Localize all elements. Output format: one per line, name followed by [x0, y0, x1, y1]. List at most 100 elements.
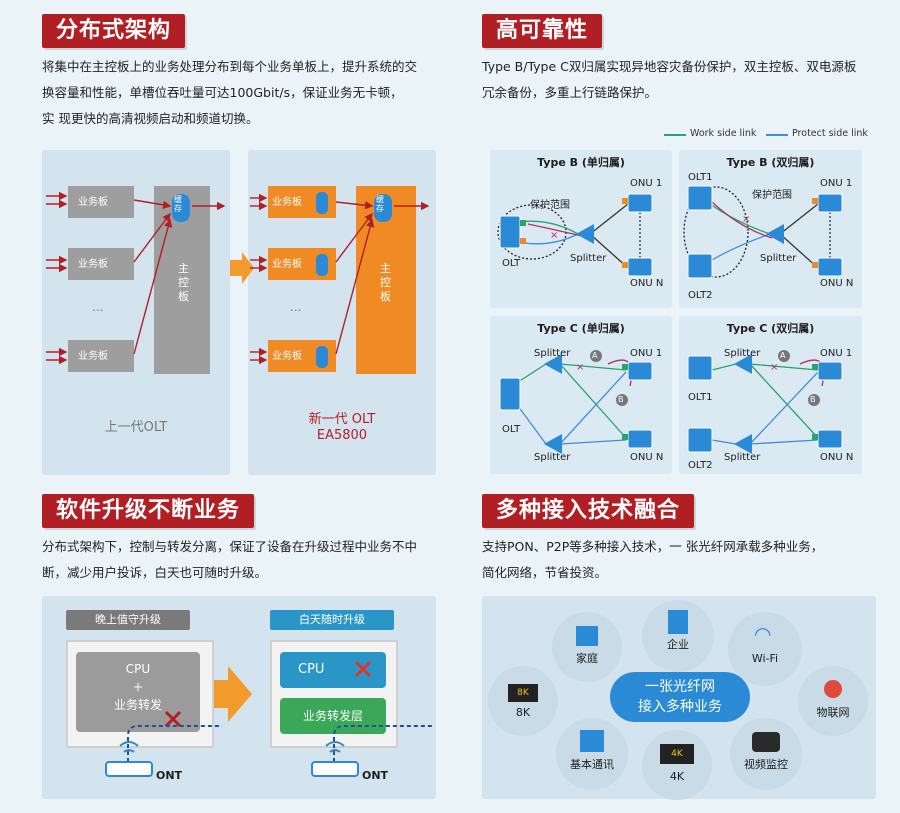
center-line-2: 接入多种业务 — [638, 699, 722, 715]
point-a-label: A — [592, 351, 598, 360]
splitter-label: Splitter — [724, 452, 761, 463]
onu-icon — [817, 257, 843, 277]
cache-icon — [316, 254, 328, 276]
ont-icon — [105, 761, 153, 777]
service-home: 家庭 — [552, 612, 622, 682]
reliability-description: Type B/Type C双归属实现异地容灾备份保护，双主控板、双电源板 冗余备… — [482, 54, 892, 106]
olt-icon — [687, 355, 713, 381]
cpu-forwarding-block: CPU + 业务转发 — [76, 652, 200, 732]
service-label: 4K — [669, 770, 685, 783]
link-legend: Work side link Protect side link — [664, 128, 900, 142]
distributed-diagram — [46, 186, 430, 374]
cache-icon — [172, 194, 190, 222]
center-line-1: 一张光纤网 — [645, 679, 715, 695]
plus-label: + — [132, 680, 144, 694]
onu-icon — [817, 361, 843, 381]
service-board-label: 业务板 — [78, 197, 108, 208]
point-b-icon — [808, 394, 820, 406]
onu-icon — [627, 361, 653, 381]
point-a-label: A — [780, 351, 786, 360]
cache-label: 缓存 — [174, 195, 182, 213]
onu-label: ONU N — [820, 452, 854, 463]
olt-label: OLT — [502, 424, 521, 435]
splitter-icon — [544, 434, 562, 454]
protect-link-swatch — [766, 134, 788, 136]
protect-range-label: 保护范围 — [530, 200, 570, 211]
service-wifi: ◠ Wi-Fi — [728, 612, 802, 686]
telephone-icon — [580, 730, 604, 752]
service-board — [68, 340, 134, 372]
onu-label: ONU N — [630, 278, 664, 289]
service-basic-comm: 基本通讯 — [556, 718, 628, 790]
cache-label: 缓存 — [376, 195, 384, 213]
onu-label: ONU 1 — [820, 348, 853, 359]
onu-label: ONU N — [820, 278, 854, 289]
section-title-upgrade: 软件升级不断业务 — [42, 494, 255, 528]
wifi-icon: ◠ — [754, 622, 772, 646]
service-label: 家庭 — [576, 652, 598, 665]
night-upgrade-tab: 晚上值守升级 — [66, 610, 190, 630]
old-olt-label: 上一代OLT — [104, 420, 168, 435]
onu-label: ONU N — [630, 452, 664, 463]
olt-icon — [687, 185, 713, 211]
desc-line: 断，减少用户投诉，白天也可随时升级。 — [42, 565, 268, 580]
olt-icon — [499, 377, 521, 411]
card-typeb-dual — [679, 150, 862, 308]
splitter-icon — [734, 354, 752, 374]
4k-tv-icon: 4K — [660, 744, 694, 764]
splitter-label: Splitter — [724, 348, 761, 359]
olt-label: OLT2 — [688, 290, 713, 301]
service-board-label: 业务板 — [78, 351, 108, 362]
reliability-diagrams: × × × × — [497, 185, 843, 454]
service-8k: 8K 8K — [488, 666, 558, 736]
cpu-label: CPU — [125, 662, 151, 676]
forwarding-label: 业务转发 — [113, 698, 162, 712]
main-board-label: 主控板 — [380, 262, 391, 303]
olt-icon — [687, 427, 713, 453]
card-title: Type B (双归属) — [726, 156, 815, 169]
splitter-label: Splitter — [760, 253, 797, 264]
desc-line: 分布式架构下，控制与转发分离，保证了设备在升级过程中业务不中 — [42, 539, 418, 554]
desc-line: Type B/Type C双归属实现异地容灾备份保护，双主控板、双电源板 — [482, 59, 857, 74]
olt-label: OLT — [502, 258, 521, 269]
splitter-icon — [734, 434, 752, 454]
service-video-surveillance: 视频监控 — [730, 718, 802, 790]
card-title: Type B (单归属) — [537, 156, 625, 169]
splitter-label: Splitter — [570, 253, 607, 264]
break-mark-icon: × — [576, 362, 584, 373]
upgrade-diagram — [105, 660, 432, 777]
service-board-label: 业务板 — [272, 259, 302, 270]
splitter-label: Splitter — [534, 452, 571, 463]
olt-icon — [687, 253, 713, 279]
iot-icon — [824, 680, 842, 698]
camera-icon — [752, 732, 780, 752]
day-upgrade-tab: 白天随时升级 — [270, 610, 394, 630]
service-label: 企业 — [667, 638, 689, 651]
desc-line: 将集中在主控板上的业务处理分布到每个业务单板上，提升系统的交 — [42, 59, 418, 74]
ont-label: ONT — [156, 769, 183, 782]
desc-line: 实 现更快的高清视频启动和频道切换。 — [42, 111, 259, 126]
service-board-label: 业务板 — [272, 351, 302, 362]
main-board-label: 主控板 — [178, 262, 189, 303]
point-b-label: B — [618, 395, 624, 404]
protect-range-label: 保护范围 — [752, 190, 792, 201]
onu-icon — [627, 257, 653, 277]
service-board-label: 业务板 — [272, 197, 302, 208]
ont-icon — [311, 761, 359, 777]
point-a-icon — [778, 350, 790, 362]
section-title-reliability: 高可靠性 — [482, 14, 603, 48]
ellipsis: ... — [290, 300, 302, 314]
work-link-label: Work side link — [690, 128, 757, 139]
onu-label: ONU 1 — [630, 348, 663, 359]
splitter-icon — [766, 224, 784, 244]
card-title: Type C (双归属) — [726, 322, 815, 335]
cpu-block: CPU — [280, 652, 386, 688]
section-title-distributed: 分布式架构 — [42, 14, 186, 48]
service-enterprise: 企业 — [642, 600, 714, 672]
service-board-label: 业务板 — [78, 259, 108, 270]
desc-line: 换容量和性能，单槽位吞吐量可达100Gbit/s，保证业务无卡顿， — [42, 85, 403, 100]
new-olt-line: 新一代 OLT — [308, 412, 376, 427]
cache-icon — [374, 194, 392, 222]
olt-label: OLT1 — [688, 172, 713, 183]
onu-icon — [627, 193, 653, 213]
